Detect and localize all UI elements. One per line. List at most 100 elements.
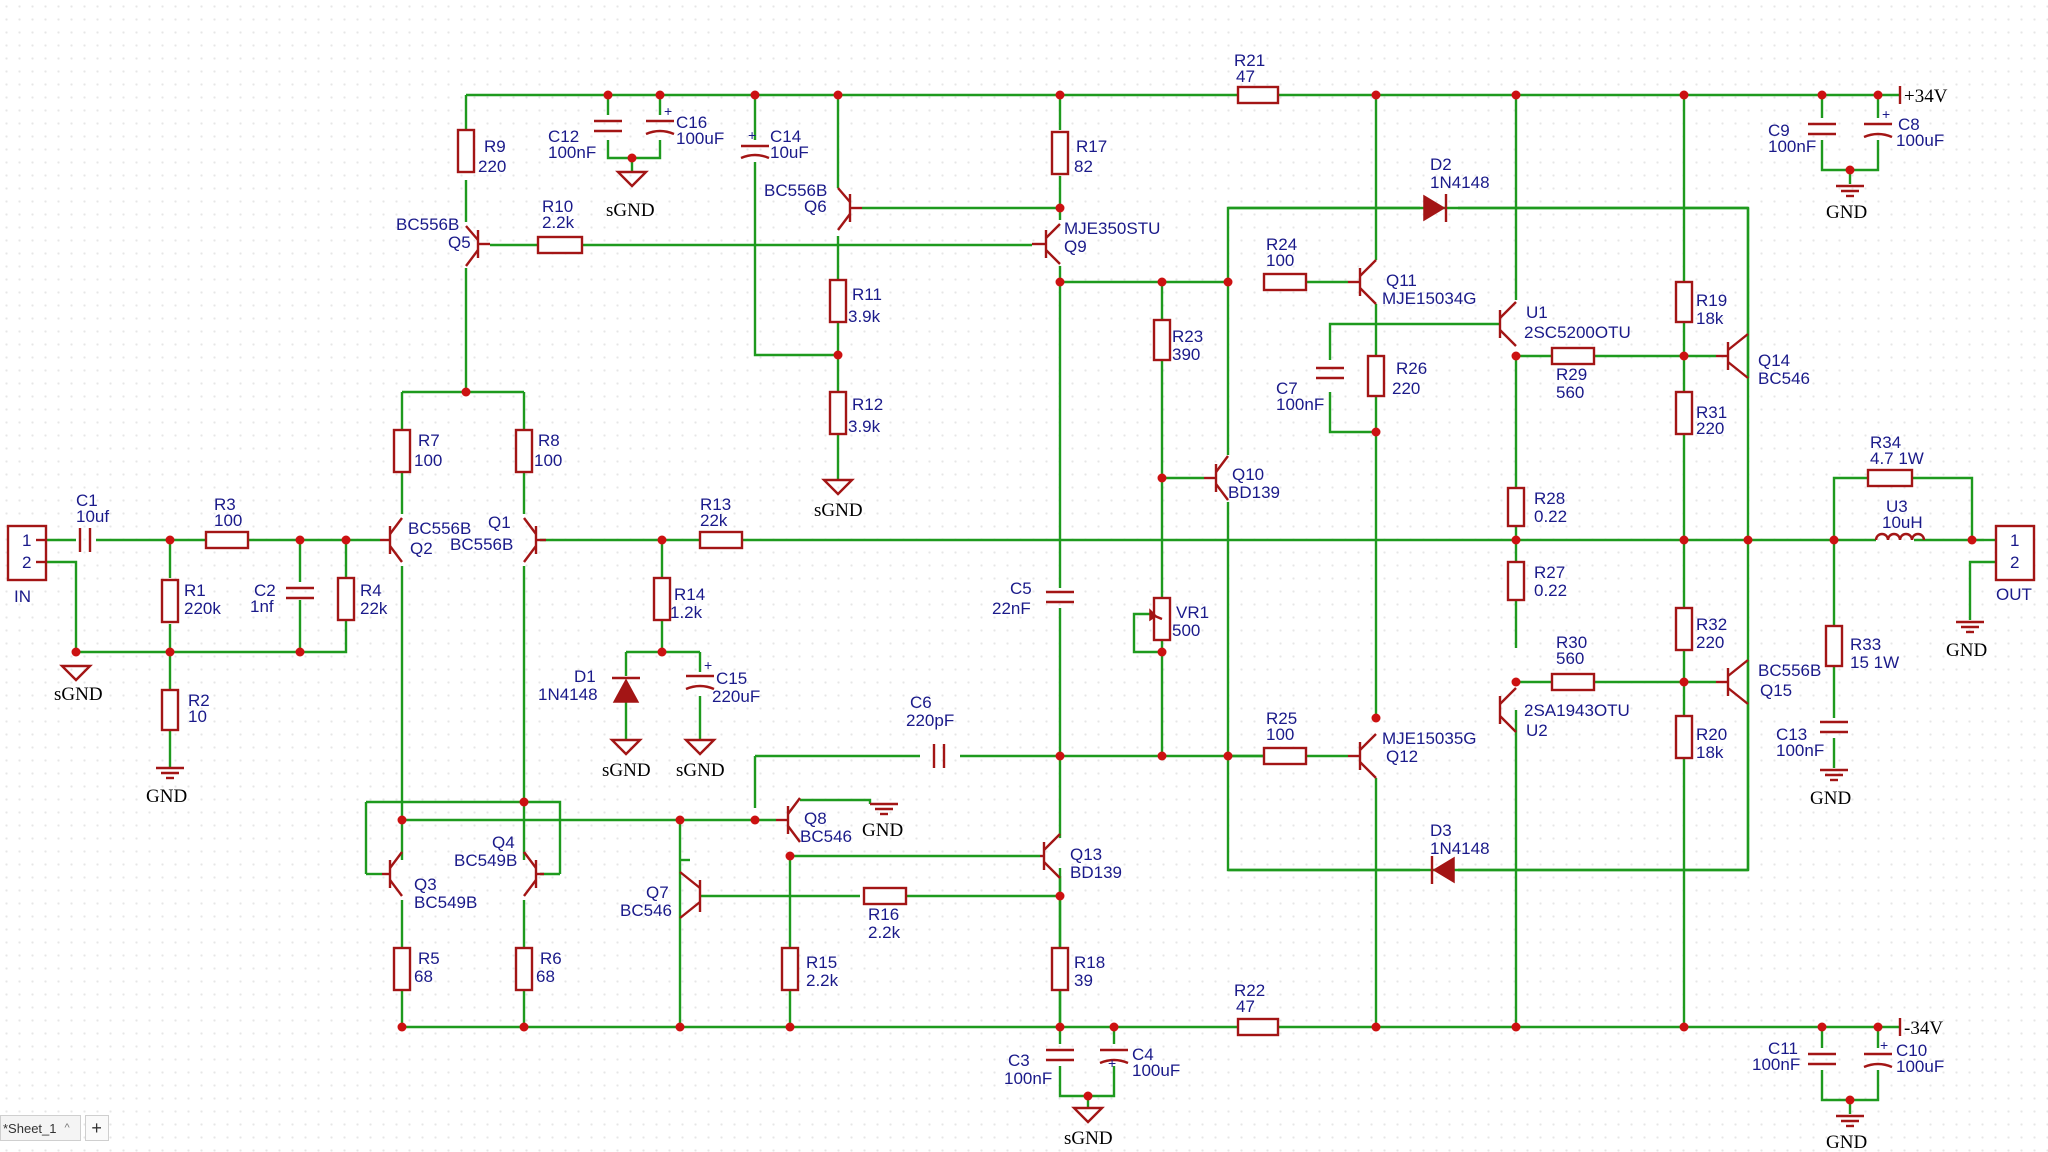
- sheet-tab-bar: *Sheet_1 ^ +: [0, 1114, 109, 1142]
- ref-R28: R28: [1534, 489, 1565, 508]
- ref-R25: R25: [1266, 709, 1297, 728]
- resistor-R18: [1050, 946, 1070, 992]
- val-Q8: BC546: [800, 827, 852, 846]
- val-R18: 39: [1074, 971, 1093, 990]
- ref-C15: C15: [716, 669, 747, 688]
- ref-C16: C16: [676, 113, 707, 132]
- val-Q9: MJE350STU: [1064, 219, 1160, 238]
- val-R9: 220: [478, 157, 506, 176]
- resistor-R29: [1550, 346, 1596, 366]
- resistor-R23: [1152, 318, 1172, 362]
- add-sheet-button[interactable]: +: [84, 1115, 109, 1141]
- val-C5: 22nF: [992, 599, 1031, 618]
- val-C13: 100nF: [1776, 741, 1824, 760]
- resistor-R10: [536, 235, 584, 255]
- transistor-Q9: [1032, 223, 1061, 265]
- val-R6: 68: [536, 967, 555, 986]
- val-R26: 220: [1392, 379, 1420, 398]
- val-C8: 100uF: [1896, 131, 1944, 150]
- gnd-symbol-c11: [1836, 1114, 1864, 1128]
- resistor-R24: [1262, 272, 1308, 292]
- label-sgnd-c16: sGND: [606, 200, 655, 221]
- transistor-U1: [1498, 301, 1517, 347]
- junctions: [71, 90, 1977, 1105]
- capacitor-C6: [932, 744, 946, 768]
- resistor-R1: [160, 578, 180, 624]
- ref-R17: R17: [1076, 137, 1107, 156]
- ref-Q13: Q13: [1070, 845, 1102, 864]
- ref-U3: U3: [1886, 497, 1908, 516]
- ref-C4: C4: [1132, 1045, 1154, 1064]
- ref-R1: R1: [184, 581, 206, 600]
- val-R1: 220k: [184, 599, 221, 618]
- ref-Q14: Q14: [1758, 351, 1790, 370]
- sgnd-symbol-in: [59, 664, 93, 682]
- transistor-Q1: [523, 517, 546, 563]
- resistor-R30: [1550, 672, 1596, 692]
- val-D1: 1N4148: [538, 685, 598, 704]
- potentiometer-VR1: [1149, 596, 1172, 642]
- val-R8: 100: [534, 451, 562, 470]
- val-R4: 22k: [360, 599, 388, 618]
- transistor-U2: [1498, 687, 1517, 733]
- capacitor-C1: [78, 528, 92, 552]
- val-C3: 100nF: [1004, 1069, 1052, 1088]
- ref-C10: C10: [1896, 1041, 1927, 1060]
- chevron-up-icon[interactable]: ^: [64, 1122, 70, 1134]
- resistor-R6: [514, 946, 534, 992]
- transistor-Q13: [1040, 833, 1061, 879]
- resistor-R28: [1506, 486, 1526, 528]
- sgnd-symbol-r12: [821, 478, 855, 496]
- val-R29: 560: [1556, 383, 1584, 402]
- resistor-R3: [204, 530, 250, 550]
- label-neg-rail: -34V: [1904, 1018, 1943, 1039]
- label-pos-rail: +34V: [1904, 86, 1948, 107]
- val-C16: 100uF: [676, 129, 724, 148]
- resistor-R25: [1262, 746, 1308, 766]
- resistor-R20: [1674, 714, 1694, 760]
- resistor-R31: [1674, 390, 1694, 436]
- ref-R29: R29: [1556, 365, 1587, 384]
- val-C1: 10uf: [76, 507, 109, 526]
- ref-D2: D2: [1430, 155, 1452, 174]
- label-sgnd-in: sGND: [54, 684, 103, 705]
- ref-C7: C7: [1276, 379, 1298, 398]
- val-U2: 2SA1943OTU: [1524, 701, 1630, 720]
- val-C14: 10uF: [770, 143, 809, 162]
- resistor-R11: [828, 278, 848, 324]
- ref-C5: C5: [1010, 579, 1032, 598]
- val-R14: 1.2k: [670, 603, 703, 622]
- ref-Q10: Q10: [1232, 465, 1264, 484]
- ref-D3: D3: [1430, 821, 1452, 840]
- resistor-R15: [780, 946, 800, 992]
- diode-D3: [1430, 856, 1455, 884]
- val-R17: 82: [1074, 157, 1093, 176]
- inductor-U3: [1874, 532, 1926, 541]
- ref-R10: R10: [542, 197, 573, 216]
- val-Q14: BC546: [1758, 369, 1810, 388]
- svg-text:+: +: [704, 657, 712, 673]
- val-C7: 100nF: [1276, 395, 1324, 414]
- val-Q10: BD139: [1228, 483, 1280, 502]
- val-R7: 100: [414, 451, 442, 470]
- ref-C13: C13: [1776, 725, 1807, 744]
- resistor-R12: [828, 390, 848, 436]
- resistor-R8: [514, 428, 534, 474]
- sgnd-symbol-d1: [609, 738, 643, 756]
- ref-Q4: Q4: [492, 833, 515, 852]
- tab-sheet-1-label: *Sheet_1: [3, 1120, 57, 1136]
- val-R19: 18k: [1696, 309, 1724, 328]
- ref-Q8: Q8: [804, 809, 827, 828]
- capacitor-C4: +: [1099, 1048, 1129, 1071]
- label-sgnd-c3: sGND: [1064, 1128, 1113, 1149]
- val-R32: 220: [1696, 633, 1724, 652]
- val-R23: 390: [1172, 345, 1200, 364]
- val-R12: 3.9k: [848, 417, 881, 436]
- label-gnd-c13: GND: [1810, 788, 1851, 809]
- tab-sheet-1[interactable]: *Sheet_1 ^: [0, 1115, 81, 1141]
- capacitor-C15: +: [685, 657, 715, 691]
- val-R13: 22k: [700, 511, 728, 530]
- resistor-R21: [1236, 85, 1280, 105]
